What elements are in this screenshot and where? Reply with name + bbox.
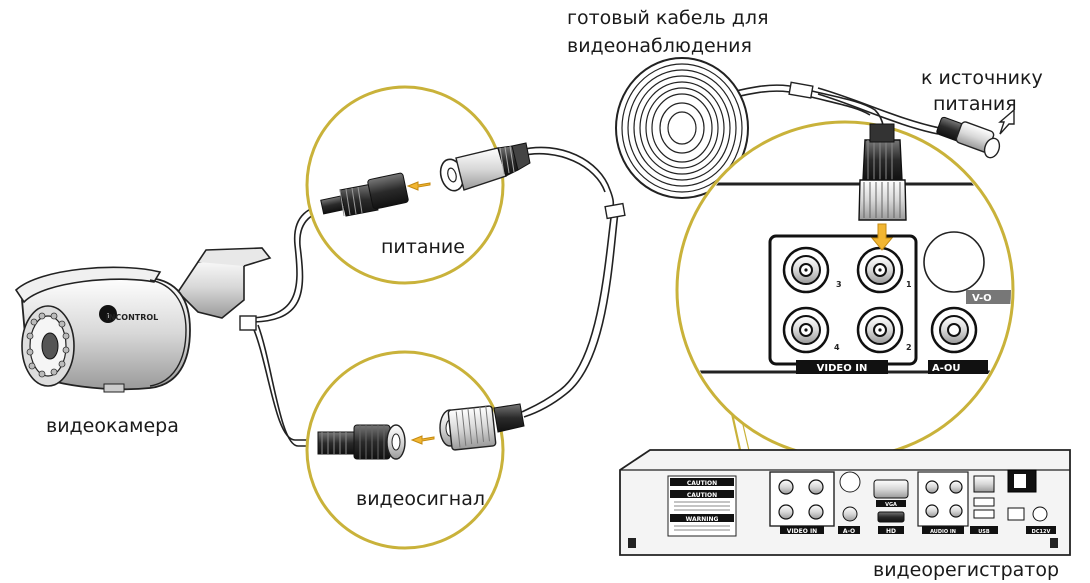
svg-text:4: 4 — [834, 343, 840, 352]
bnc-plug-icon — [858, 123, 907, 221]
dc-male-connector-icon — [320, 172, 409, 217]
dvr-icon: CAUTION CAUTION WARNING VIDEO IN A-O VGA… — [619, 449, 1071, 556]
svg-text:3: 3 — [836, 280, 842, 289]
camera-brand-logo: INCONTROL — [106, 313, 159, 322]
svg-text:1: 1 — [906, 280, 912, 289]
power-connection-zoom — [305, 85, 531, 285]
cable-splitter — [604, 202, 626, 220]
power-source-line2: питания — [933, 93, 1017, 115]
video-in-label: VIDEO IN — [817, 363, 868, 374]
svg-text:VIDEO IN: VIDEO IN — [787, 528, 817, 535]
svg-text:i: i — [107, 313, 109, 320]
svg-text:VGA: VGA — [885, 502, 897, 508]
cable-title-line2: видеонаблюдения — [567, 35, 752, 57]
cable-coil — [615, 57, 749, 199]
svg-text:CAUTION: CAUTION — [687, 480, 717, 487]
power-plug-icon — [936, 108, 1015, 159]
cables — [239, 84, 941, 447]
dvr-port-zoom: VIDEO IN 3 1 4 — [675, 120, 1015, 541]
bnc-male-connector-icon — [317, 424, 406, 460]
insert-arrow-icon — [870, 223, 894, 251]
cable-splitter-camera — [239, 315, 257, 331]
dc-female-connector-icon — [439, 142, 531, 192]
svg-text:HD: HD — [886, 528, 896, 535]
cable-splitter-dvr — [788, 81, 814, 99]
video-connection-zoom — [305, 350, 525, 550]
vout-label: V-O — [972, 293, 992, 304]
bnc-port-2: 2 — [856, 306, 912, 354]
arrow-icon — [410, 435, 435, 445]
cable-title-line1: готовый кабель для — [567, 7, 769, 29]
svg-text:2: 2 — [906, 343, 912, 352]
svg-text:A-O: A-O — [843, 528, 855, 535]
power-source-line1: к источнику — [921, 67, 1043, 89]
svg-text:CAUTION: CAUTION — [687, 492, 717, 499]
bnc-female-connector-icon — [439, 403, 525, 451]
bnc-port-3: 3 — [782, 246, 842, 294]
camera-label: видеокамера — [46, 415, 179, 437]
bnc-port-4: 4 — [782, 306, 840, 354]
svg-text:AUDIO IN: AUDIO IN — [930, 529, 956, 535]
arrow-icon — [406, 181, 431, 191]
svg-text:USB: USB — [978, 529, 990, 535]
video-signal-label: видеосигнал — [356, 488, 485, 510]
aout-label: A-OU — [932, 363, 961, 374]
dvr-label: видеорегистратор — [873, 559, 1059, 581]
svg-text:WARNING: WARNING — [686, 516, 719, 523]
power-label: питание — [381, 236, 465, 258]
svg-text:DC12V: DC12V — [1032, 529, 1051, 535]
camera-icon: i INCONTROL — [14, 247, 272, 393]
